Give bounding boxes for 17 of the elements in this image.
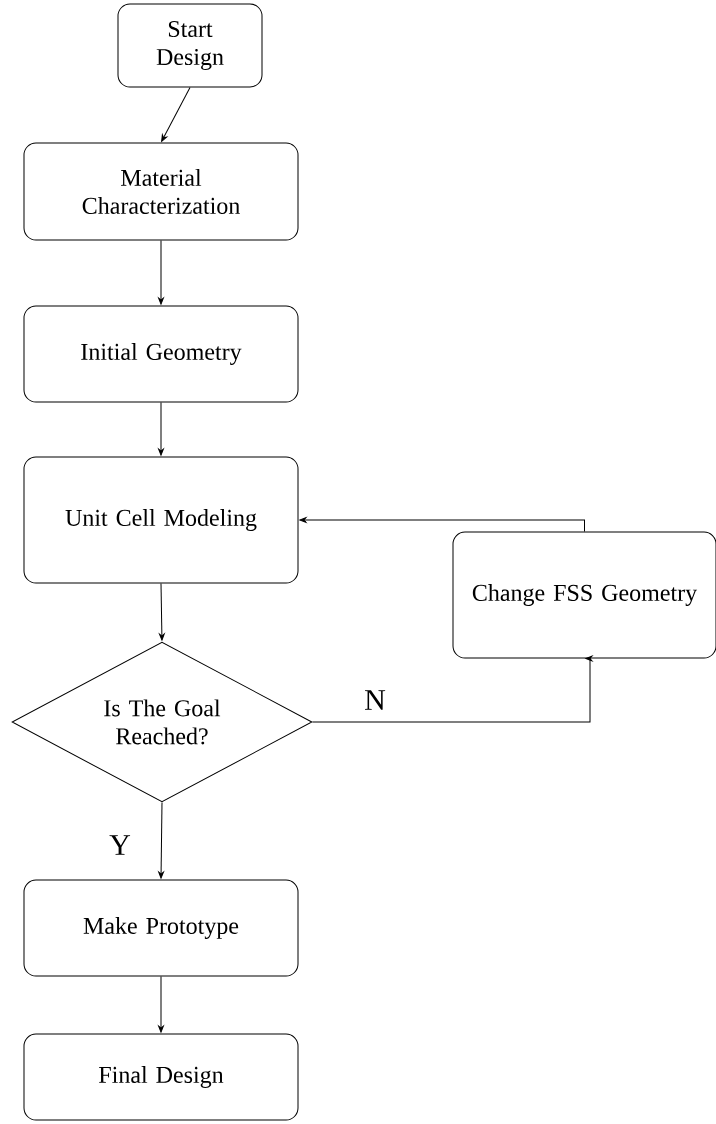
arrow xyxy=(158,802,164,879)
arrow xyxy=(158,240,164,305)
edge-label: N xyxy=(363,689,387,711)
process-box: Make Prototype xyxy=(23,879,299,977)
arrow xyxy=(159,583,165,641)
process-box: Initial Geometry xyxy=(23,305,299,403)
arrow xyxy=(312,655,593,723)
arrow xyxy=(161,87,191,142)
process-box: Unit Cell Modeling xyxy=(23,456,299,584)
arrow xyxy=(158,402,164,456)
arrow xyxy=(299,517,585,532)
process-box: Final Design xyxy=(23,1033,299,1121)
process-box: Start Design xyxy=(117,3,263,88)
process-box: Material Characterization xyxy=(23,142,299,241)
process-box: Change FSS Geometry xyxy=(452,531,716,659)
edge-label: Y xyxy=(108,834,132,856)
arrow xyxy=(158,976,164,1033)
